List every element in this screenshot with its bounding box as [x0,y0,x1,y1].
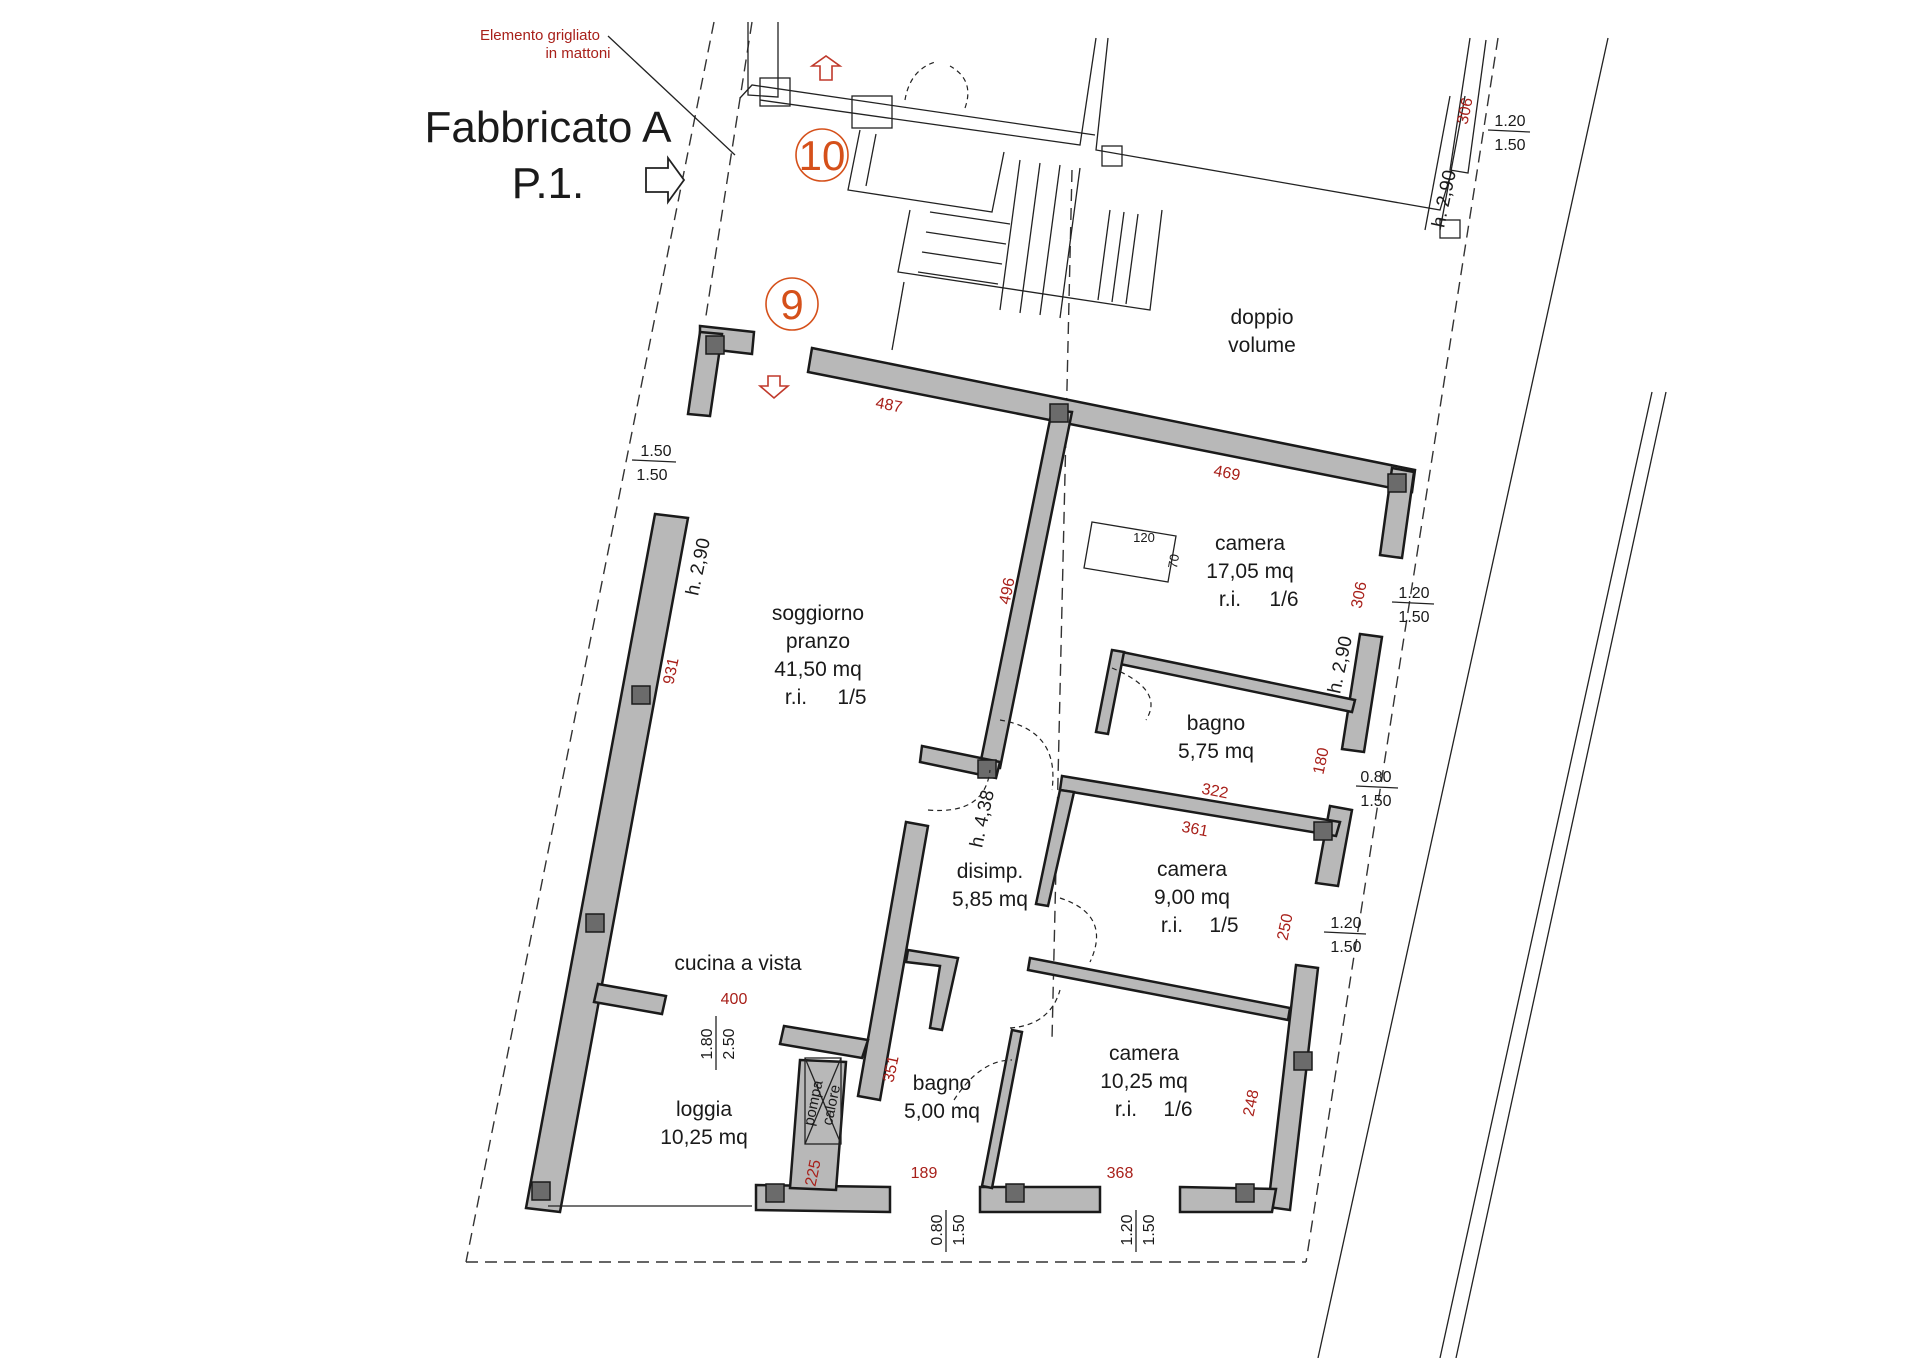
win7-height: 1.50 [951,1214,968,1245]
bed-outline [1083,521,1177,583]
dim-189: 189 [911,1165,938,1182]
win3-width: 1.20 [1398,585,1429,602]
soggiorno-ri-value: 1/5 [837,686,866,709]
equipment [804,521,1177,1145]
bed-width: 120 [1133,530,1155,545]
camera1-ri-label: r.i. [1219,588,1241,611]
bagno1-area: 5,75 mq [1178,740,1254,763]
win6-width: 1.80 [699,1028,716,1059]
dim-368: 368 [1107,1165,1134,1182]
camera2-area: 9,00 mq [1154,886,1230,909]
soggiorno-name1: soggiorno [772,602,864,625]
camera2-name: camera [1157,858,1227,881]
camera2-ri-label: r.i. [1161,914,1183,937]
bagno1-name: bagno [1187,712,1245,735]
doors [548,667,1152,1207]
camera3-name: camera [1109,1042,1179,1065]
building-title: Fabbricato A [424,103,672,152]
camera3-area: 10,25 mq [1100,1070,1188,1093]
loggia-area: 10,25 mq [660,1126,748,1149]
north-arrow-icon [809,55,843,81]
win7-width: 0.80 [929,1214,946,1245]
bagno2-area: 5,00 mq [904,1100,980,1123]
arrows [645,55,843,400]
dim-931: 931 [661,656,683,686]
heat-pump-box [804,1057,842,1145]
camera2-ri-value: 1/5 [1209,914,1238,937]
dim-248: 248 [1241,1088,1263,1118]
dim-180: 180 [1311,746,1333,776]
entry-arrow-icon [645,155,686,205]
win5-height: 1.50 [1330,939,1361,956]
camera1-ri-value: 1/6 [1269,588,1298,611]
dim-351: 351 [881,1054,903,1084]
win1-width: 1.20 [1494,113,1525,130]
win1-height: 1.50 [1494,137,1525,154]
staircase [891,159,1163,351]
markers: 10 9 [765,128,849,331]
dim-400: 400 [721,991,748,1008]
win4-width: 0.80 [1360,769,1391,786]
upper-building [739,22,1487,239]
road-lines [1317,37,1667,1358]
soggiorno-area: 41,50 mq [774,658,862,681]
dim-487: 487 [874,395,904,417]
disimp-area: 5,85 mq [952,888,1028,911]
down-arrow-icon [757,375,791,400]
height-2: h. 2,90 [682,536,715,597]
height-4: h. 4,38 [966,788,999,849]
marker-9: 9 [780,281,803,328]
bed-height: 70 [1165,553,1182,570]
pillars [531,335,1407,1203]
dim-496: 496 [997,576,1019,606]
win2-width: 1.50 [640,443,671,460]
camera1-area: 17,05 mq [1206,560,1294,583]
bagno2-name: bagno [913,1072,971,1095]
dim-306a: 306 [1455,96,1477,126]
marker-10: 10 [799,132,846,179]
win4-height: 1.50 [1360,793,1391,810]
doppio-line1: doppio [1230,306,1293,329]
camera3-ri-label: r.i. [1115,1098,1137,1121]
dim-361: 361 [1180,819,1210,841]
dim-250: 250 [1275,912,1297,942]
camera1-name: camera [1215,532,1285,555]
note-line2: in mattoni [545,45,610,62]
title-block: Fabbricato A P.1. Elemento grigliato in … [424,27,736,208]
loggia-name: loggia [676,1098,732,1121]
soggiorno-name2: pranzo [786,630,850,653]
disimp-name: disimp. [957,860,1024,883]
win5-width: 1.20 [1330,915,1361,932]
win6-height: 2.50 [721,1028,738,1059]
win3-height: 1.50 [1398,609,1429,626]
camera3-ri-value: 1/6 [1163,1098,1192,1121]
window-labels: 1.20 1.50 1.50 1.50 1.20 1.50 0.80 1.50 … [631,113,1531,1252]
room-labels: doppio volume soggiorno pranzo 41,50 mq … [660,306,1298,1149]
equipment-labels: 120 70 pompa calore [801,530,1183,1127]
soggiorno-ri-label: r.i. [785,686,807,709]
dim-306b: 306 [1349,580,1371,610]
dimension-labels: 487 469 496 931 306 306 180 322 361 250 … [661,96,1477,1188]
doppio-line2: volume [1228,334,1296,357]
win8-width: 1.20 [1119,1214,1136,1245]
site-boundary [465,21,1499,1263]
note-line1: Elemento grigliato [480,27,600,44]
dim-225: 225 [803,1158,825,1188]
dim-322: 322 [1200,781,1230,803]
cucina-name: cucina a vista [674,952,802,975]
win8-height: 1.50 [1141,1214,1158,1245]
floor-title: P.1. [512,159,585,208]
dim-469: 469 [1212,463,1242,485]
win2-height: 1.50 [636,467,667,484]
